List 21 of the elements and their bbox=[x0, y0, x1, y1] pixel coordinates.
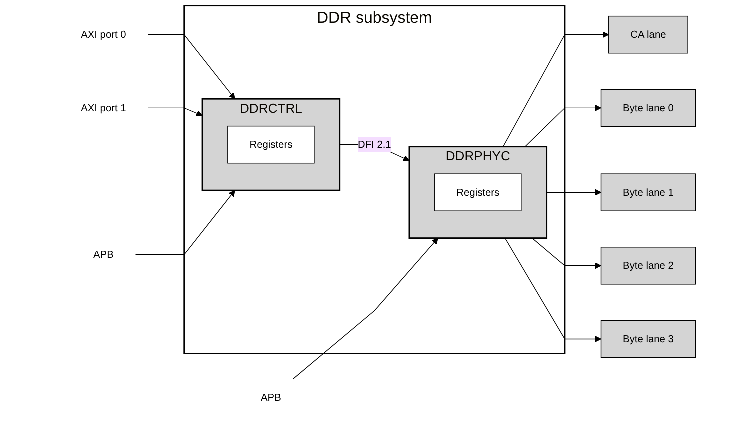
edge-label: DFI 2.1 bbox=[358, 138, 392, 150]
node-box: Byte lane 0 bbox=[600, 89, 696, 128]
arrow bbox=[546, 189, 602, 196]
node-box: Byte lane 1 bbox=[600, 174, 696, 212]
node-box: Registers bbox=[434, 174, 522, 212]
arrow bbox=[135, 190, 236, 256]
node-box: Byte lane 3 bbox=[600, 320, 696, 358]
arrow bbox=[148, 108, 203, 117]
arrow bbox=[502, 32, 610, 148]
node-box: Byte lane 2 bbox=[600, 247, 696, 285]
arrow bbox=[532, 238, 602, 270]
arrow bbox=[504, 238, 602, 342]
node-text: APB bbox=[261, 392, 282, 404]
node-box: CA lane bbox=[608, 16, 688, 54]
arrow bbox=[148, 34, 236, 100]
arrow bbox=[292, 238, 438, 380]
node-text: AXI port 0 bbox=[81, 28, 126, 40]
node-text: APB bbox=[94, 248, 114, 260]
node-text: AXI port 1 bbox=[81, 102, 126, 114]
arrow bbox=[524, 104, 602, 148]
node-box: Registers bbox=[228, 126, 315, 164]
